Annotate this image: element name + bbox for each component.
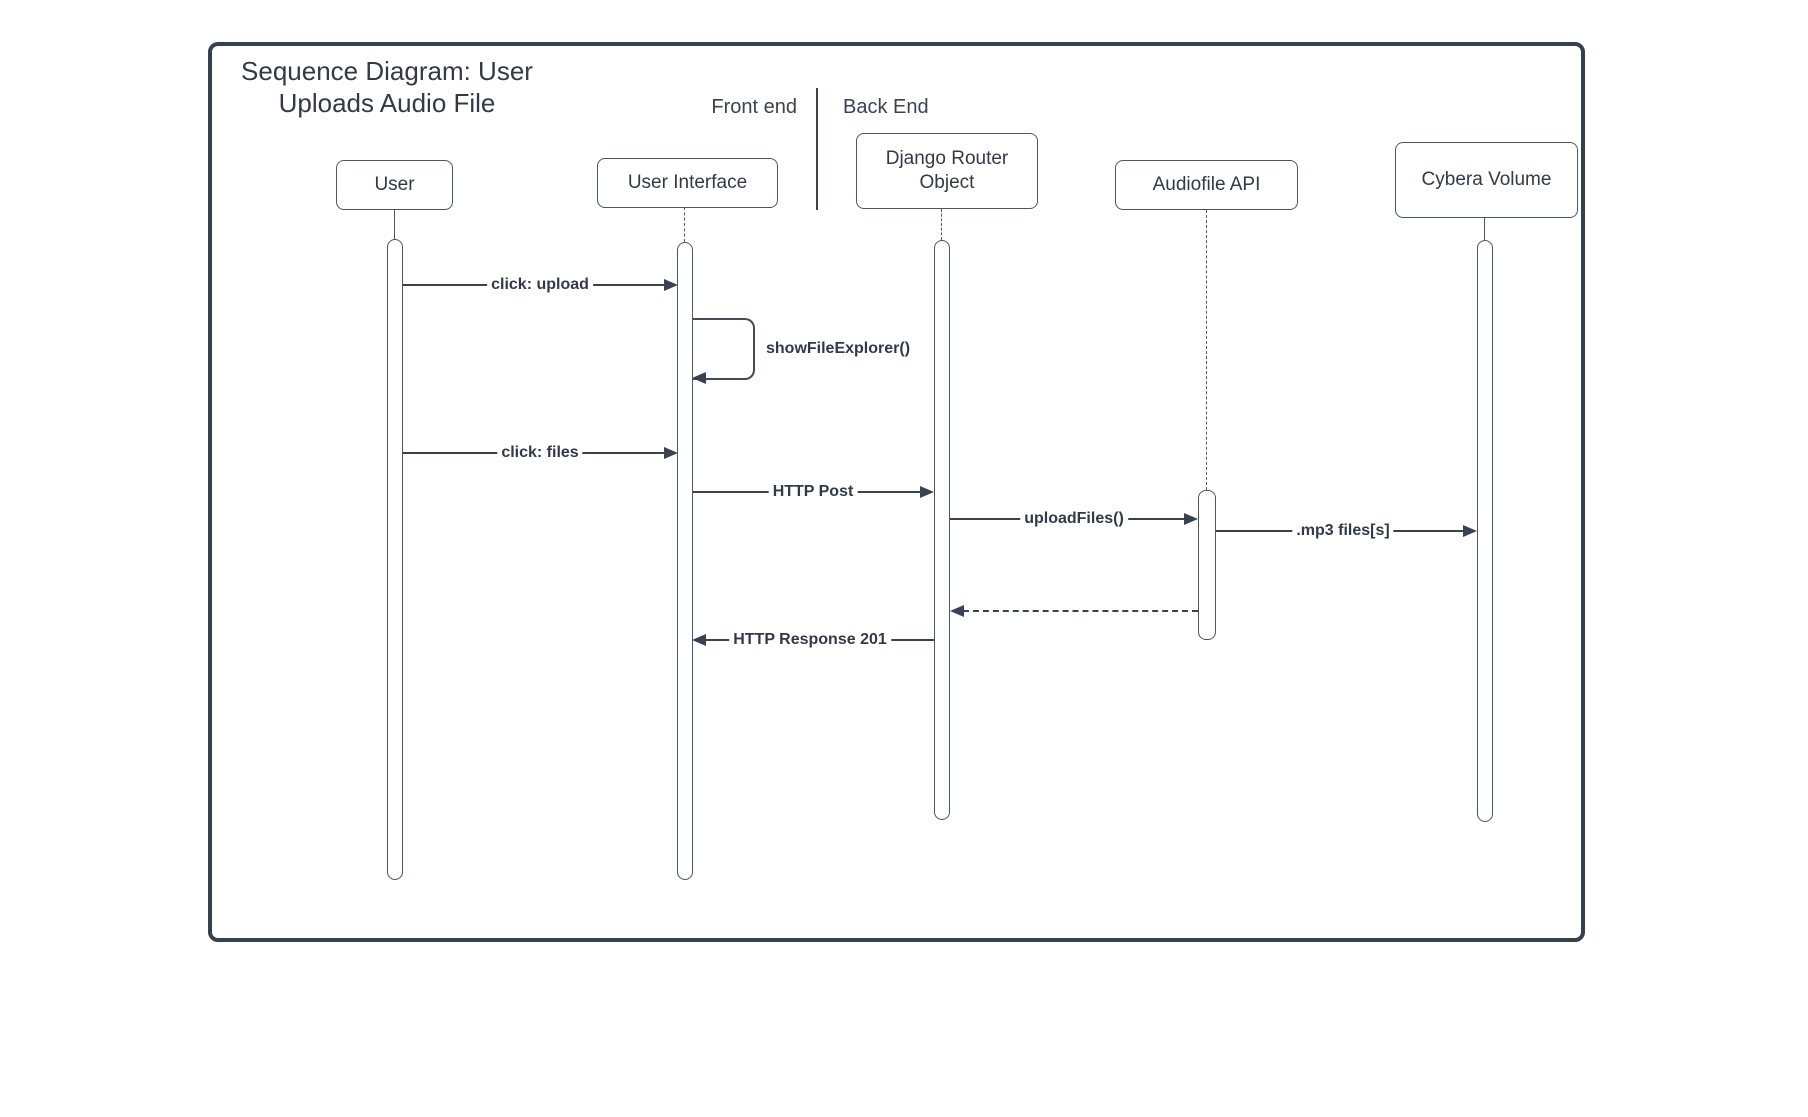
arrowhead-left-icon bbox=[950, 605, 964, 617]
lifeline-cybera-volume bbox=[1484, 218, 1485, 240]
actor-box-user: User bbox=[336, 160, 453, 210]
lifeline-user-interface bbox=[684, 207, 685, 242]
message-label: uploadFiles() bbox=[1020, 510, 1128, 528]
zone-divider-line bbox=[816, 88, 818, 210]
zone-label-front-end: Front end bbox=[711, 96, 797, 118]
message-label: click: files bbox=[497, 444, 583, 462]
actor-box-user-interface: User Interface bbox=[597, 158, 778, 208]
diagram-frame bbox=[208, 42, 1585, 942]
arrowhead-right-icon bbox=[1184, 513, 1198, 525]
lifeline-django-router bbox=[941, 209, 942, 240]
actor-label-user: User bbox=[374, 174, 415, 196]
actor-box-cybera-volume: Cybera Volume bbox=[1395, 142, 1578, 218]
arrowhead-left-icon bbox=[692, 634, 706, 646]
zone-label-back-end: Back End bbox=[843, 96, 929, 118]
message-label: showFileExplorer() bbox=[766, 340, 911, 357]
lifeline-audiofile-api bbox=[1206, 210, 1207, 490]
actor-box-audiofile-api: Audiofile API bbox=[1115, 160, 1298, 210]
diagram-title-line1: Sequence Diagram: User bbox=[241, 56, 533, 86]
lifeline-user bbox=[394, 210, 395, 240]
activation-bar-audiofile-api bbox=[1198, 490, 1216, 640]
message-label: click: upload bbox=[487, 276, 593, 294]
message-label: HTTP Response 201 bbox=[729, 631, 891, 649]
diagram-title-line2: Uploads Audio File bbox=[278, 87, 496, 118]
message-label: HTTP Post bbox=[768, 483, 858, 501]
activation-bar-user bbox=[387, 239, 403, 880]
actor-label-audiofile-api: Audiofile API bbox=[1152, 174, 1261, 196]
actor-label-django-router: Django Router Object bbox=[885, 148, 1009, 193]
arrowhead-right-icon bbox=[664, 279, 678, 291]
activation-bar-django-router bbox=[934, 240, 950, 820]
message-line-dashed bbox=[963, 610, 1198, 612]
self-call-loop bbox=[693, 318, 755, 380]
arrowhead-right-icon bbox=[664, 447, 678, 459]
arrowhead-right-icon bbox=[920, 486, 934, 498]
activation-bar-user-interface bbox=[677, 242, 693, 880]
actor-label-cybera-volume: Cybera Volume bbox=[1421, 169, 1552, 191]
activation-bar-cybera-volume bbox=[1477, 240, 1493, 822]
diagram-title: Sequence Diagram: User Uploads Audio Fil… bbox=[222, 56, 552, 119]
arrowhead-right-icon bbox=[1463, 525, 1477, 537]
actor-label-user-interface: User Interface bbox=[627, 172, 748, 194]
message-label: .mp3 files[s] bbox=[1292, 522, 1394, 540]
arrowhead-left-icon bbox=[692, 372, 706, 384]
actor-box-django-router: Django Router Object bbox=[856, 133, 1038, 209]
